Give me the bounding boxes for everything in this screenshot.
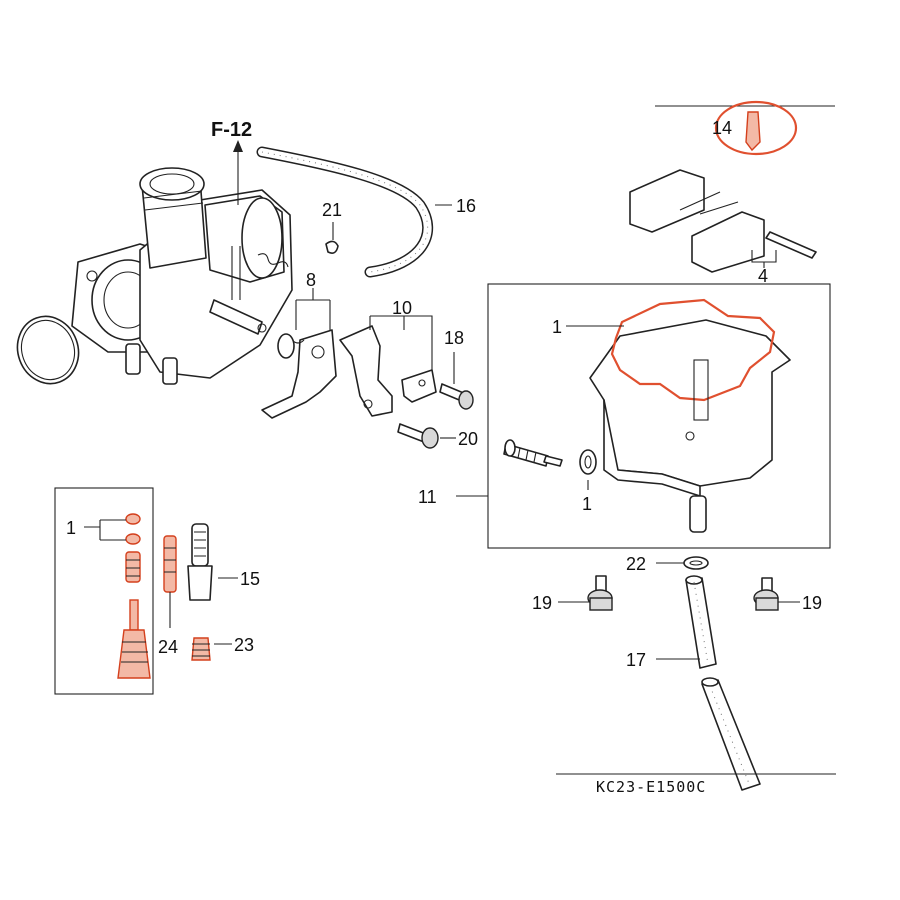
jets-box [54,487,238,695]
label-1-jets: 1 [66,518,76,538]
screw-19-left [558,575,613,611]
bracket-10 [339,315,437,417]
label-18: 18 [444,328,464,348]
label-15: 15 [240,569,260,589]
label-22: 22 [626,554,646,574]
clip-21 [325,222,339,254]
clip-22 [656,556,709,570]
label-19-left: 19 [532,593,552,613]
label-21: 21 [322,200,342,220]
screw-18 [439,352,474,410]
label-14: 14 [712,118,732,138]
label-1-gasket: 1 [552,317,562,337]
drawing-code: KC23-E1500C [596,778,706,796]
label-4: 4 [758,266,768,286]
label-11: 11 [418,487,437,507]
hose-16 [256,146,452,278]
label-1-washer: 1 [582,494,592,514]
label-24: 24 [158,637,178,657]
label-10: 10 [392,298,412,318]
o-ring [16,315,80,385]
float-chamber-box [456,283,831,549]
label-8: 8 [306,270,316,290]
label-20: 20 [458,429,478,449]
float-valve-section [629,100,835,273]
screw-20 [397,423,456,449]
label-19-right: 19 [802,593,822,613]
label-23: 23 [234,635,254,655]
label-17: 17 [626,650,646,670]
reference-label: F-12 [211,119,252,141]
throttle-lever-8 [261,288,337,419]
drain-hose-17 [656,575,761,791]
screw-19-right [753,577,800,611]
carburetor-body [71,140,293,385]
label-16: 16 [456,196,476,216]
